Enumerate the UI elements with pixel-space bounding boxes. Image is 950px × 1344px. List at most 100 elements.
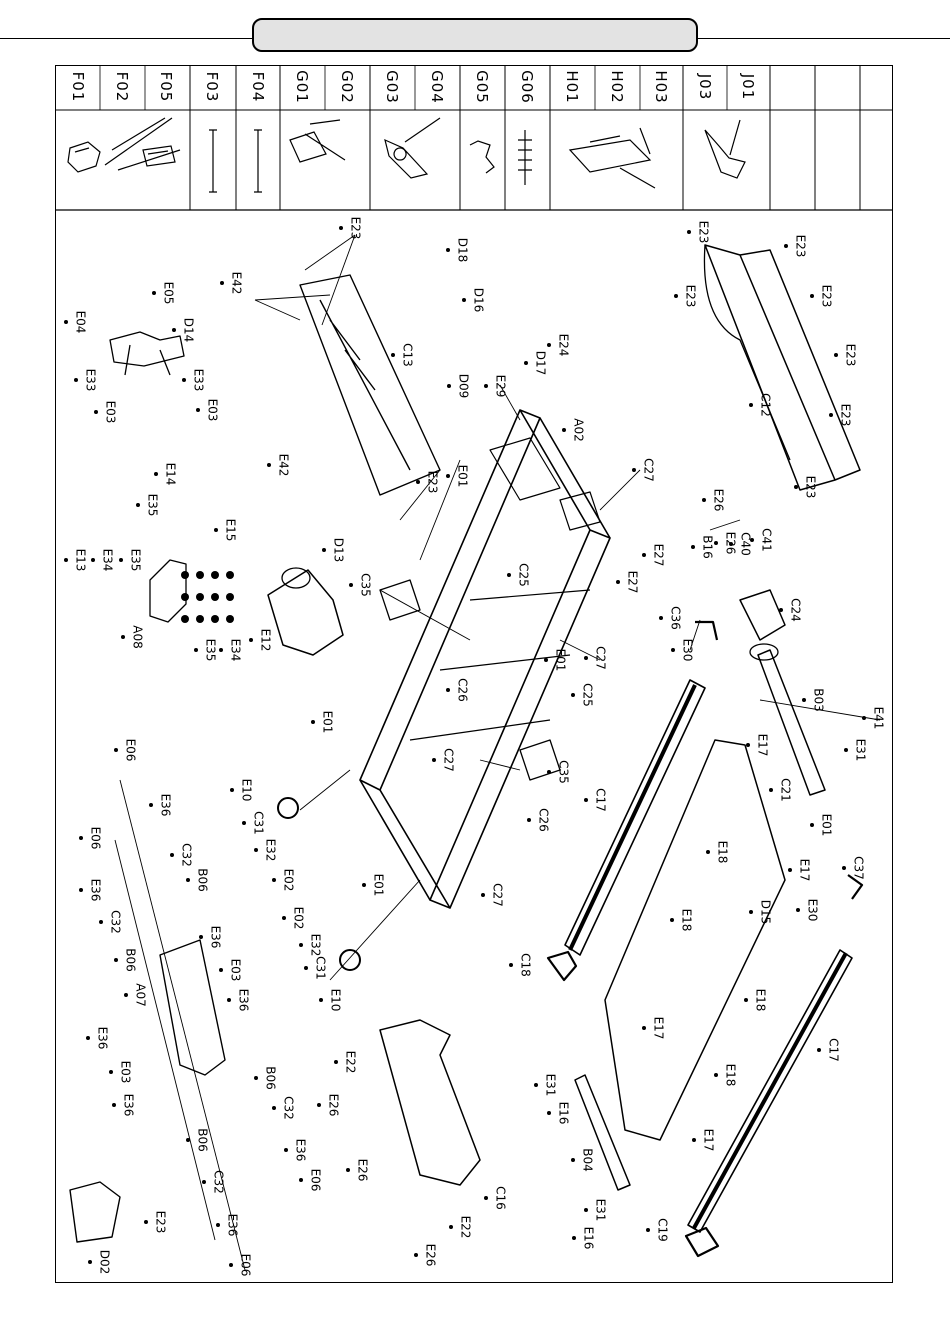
- leader-g04: [404, 117, 441, 143]
- callout-label: C27: [442, 748, 456, 772]
- frame-crossbars: [409, 589, 591, 741]
- callout-label: C32: [282, 1096, 296, 1120]
- callout-label: C25: [517, 563, 531, 587]
- callout-dot: [507, 573, 511, 577]
- side-rail-c17-top: [564, 679, 706, 956]
- bolt-dot: [196, 593, 204, 601]
- callout-dot: [446, 688, 450, 692]
- callout-dot: [714, 541, 718, 545]
- bolt-dot: [226, 571, 234, 579]
- callout-label: B04: [581, 1148, 595, 1172]
- callout-dot: [746, 743, 750, 747]
- callout-label: E36: [89, 879, 103, 902]
- bolt-dot: [226, 593, 234, 601]
- endcap-c37: [847, 874, 864, 900]
- callout-label: E03: [206, 399, 220, 422]
- part-code-label: J03: [696, 73, 714, 101]
- callout-label: E23: [844, 344, 858, 367]
- callout-label: E03: [229, 959, 243, 982]
- callout-label: C40: [739, 532, 753, 556]
- callout-dot: [779, 608, 783, 612]
- callout-dot: [714, 1073, 718, 1077]
- callout-dot: [64, 320, 68, 324]
- callout-dot: [862, 716, 866, 720]
- leader-line: [709, 519, 741, 531]
- main-frame-ends: [359, 409, 611, 909]
- roller-b03-end: [749, 643, 779, 661]
- callout-label: C36: [669, 606, 683, 630]
- callout-label: E36: [122, 1094, 136, 1117]
- endcap-c19: [684, 1226, 720, 1258]
- callout-label: E06: [124, 739, 138, 762]
- callout-dot: [796, 908, 800, 912]
- callout-label: E34: [229, 639, 243, 662]
- part-code-label: F03: [203, 71, 221, 103]
- callout-label: E30: [806, 899, 820, 922]
- bolt-dot: [196, 615, 204, 623]
- callout-label: B16: [701, 535, 715, 559]
- callout-label: D18: [456, 238, 470, 263]
- part-sketch-f04: [254, 129, 262, 193]
- bolt-dot: [196, 571, 204, 579]
- bolt-dot: [211, 571, 219, 579]
- drawing-frame: [55, 65, 893, 1283]
- callout-label: E32: [264, 839, 278, 862]
- callout-dot: [750, 538, 754, 542]
- callout-label: E27: [652, 544, 666, 567]
- leader-line: [399, 469, 441, 521]
- callout-dot: [632, 468, 636, 472]
- leader-line: [254, 299, 301, 321]
- callout-dot: [524, 361, 528, 365]
- callout-label: C27: [491, 883, 505, 907]
- callout-label: E18: [754, 989, 768, 1012]
- callout-dot: [149, 803, 153, 807]
- callout-dot: [94, 410, 98, 414]
- callout-label: A08: [131, 625, 145, 648]
- callout-dot: [227, 998, 231, 1002]
- callout-label: C31: [314, 956, 328, 980]
- leader-line: [329, 879, 421, 981]
- callout-label: E30: [681, 639, 695, 662]
- callout-dot: [170, 853, 174, 857]
- callout-dot: [199, 935, 203, 939]
- leader-line: [304, 234, 356, 271]
- callout-label: C12: [759, 393, 773, 417]
- callout-label: E10: [240, 779, 254, 802]
- callout-label: D13: [332, 538, 346, 563]
- callout-dot: [616, 580, 620, 584]
- motor-cover-c12: [704, 244, 861, 491]
- callout-dot: [362, 883, 366, 887]
- callout-dot: [702, 498, 706, 502]
- callout-label: E01: [554, 649, 568, 672]
- callout-label: C16: [494, 1186, 508, 1210]
- callout-label: E05: [162, 282, 176, 305]
- callout-label: E31: [854, 739, 868, 762]
- callout-label: E02: [292, 907, 306, 930]
- callout-dot: [687, 230, 691, 234]
- callout-label: E42: [277, 454, 291, 477]
- callout-dot: [642, 1026, 646, 1030]
- callout-dot: [79, 836, 83, 840]
- callout-label: E12: [259, 629, 273, 652]
- callout-label: E36: [209, 926, 223, 949]
- callout-label: C19: [656, 1218, 670, 1242]
- callout-dot: [562, 428, 566, 432]
- bolt-dot: [226, 615, 234, 623]
- deck-c21: [604, 739, 786, 1141]
- callout-dot: [124, 993, 128, 997]
- callout-dot: [547, 770, 551, 774]
- part-a08: [149, 559, 187, 623]
- callout-dot: [109, 1070, 113, 1074]
- callout-dot: [254, 848, 258, 852]
- page-title-box: [252, 18, 698, 52]
- leader-f02: [104, 117, 181, 171]
- callout-dot: [229, 1263, 233, 1267]
- callout-dot: [547, 1111, 551, 1115]
- callout-label: D16: [472, 288, 486, 313]
- leader-line: [299, 769, 351, 811]
- callout-label: D14: [182, 318, 196, 343]
- callout-label: C24: [789, 598, 803, 622]
- callout-label: E35: [146, 494, 160, 517]
- callout-dot: [114, 958, 118, 962]
- callout-dot: [230, 788, 234, 792]
